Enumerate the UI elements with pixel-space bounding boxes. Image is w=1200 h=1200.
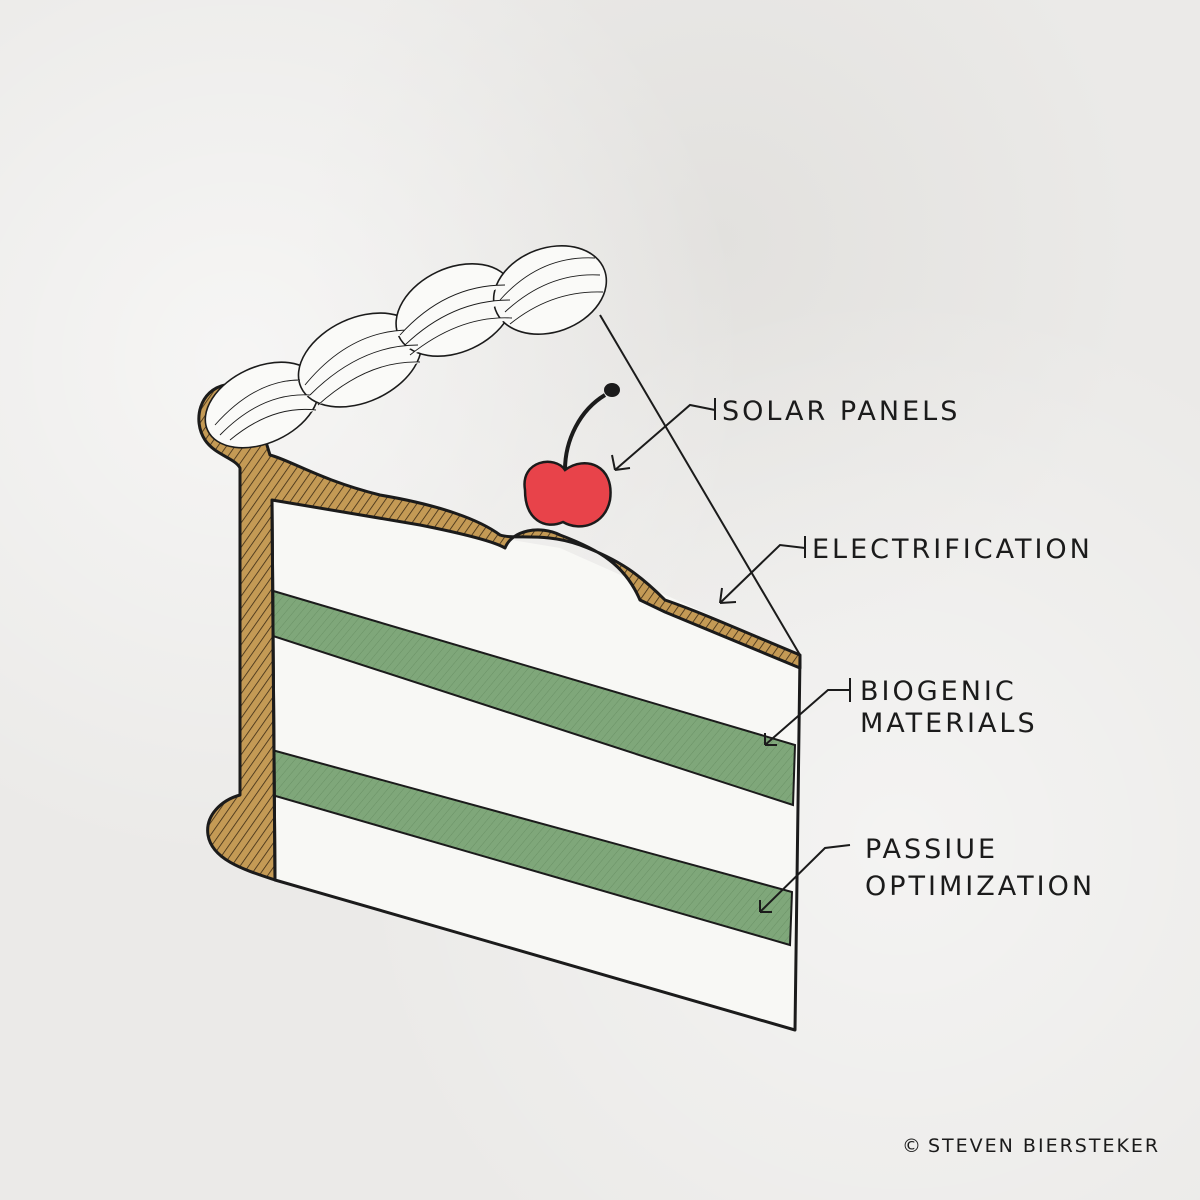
cream-dollops (204, 245, 608, 449)
label-biogenic-line2: MATERIALS (860, 708, 1038, 739)
label-passive-line1: PASSIUE (865, 834, 998, 865)
credit-name: STEVEN BIERSTEKER (928, 1135, 1160, 1157)
label-electrification: ELECTRIFICATION (812, 534, 1093, 565)
label-solar-panels: SOLAR PANELS (722, 396, 960, 427)
cherry (523, 383, 620, 528)
slice-back-edge (599, 314, 801, 656)
label-biogenic-line1: BIOGENIC (860, 676, 1017, 707)
label-passive-line2: OPTIMIZATION (865, 871, 1095, 902)
credit-symbol: © (902, 1135, 923, 1157)
label-ticks (714, 398, 851, 702)
leader-lines (611, 403, 851, 913)
slice-outline (238, 470, 802, 1032)
cake-crust (197, 383, 802, 882)
